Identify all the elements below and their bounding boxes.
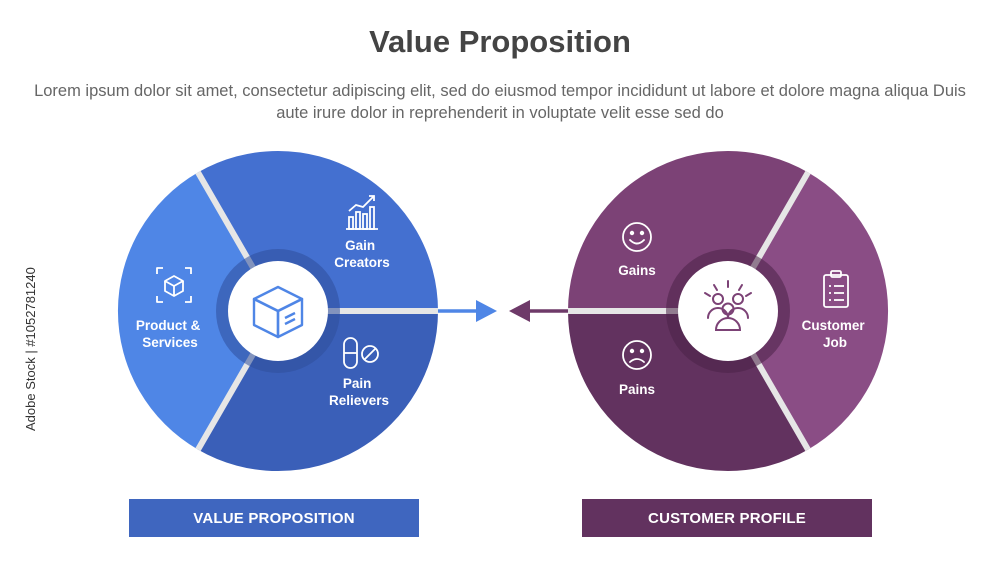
bar-chart-icon [346, 195, 378, 230]
customer-profile-bar: CUSTOMER PROFILE [582, 499, 872, 537]
value-proposition-circle: Gain Creators Product & Services Pain Re… [117, 150, 438, 472]
page-title: Value Proposition [369, 24, 631, 59]
pains-label: Pains [619, 382, 655, 397]
people-group-icon [704, 280, 752, 331]
customer-job-label-line2: Job [823, 335, 847, 350]
clipboard-icon [823, 270, 849, 308]
pill-icon [343, 337, 379, 369]
pain-relievers-label-line2: Relievers [329, 393, 389, 408]
gain-creators-label-line2: Creators [334, 255, 390, 270]
arrow-to-customer [438, 300, 497, 322]
arrow-to-value [509, 300, 568, 322]
svg-text:Customer Job: Customer Job [802, 318, 869, 350]
svg-text:Pain Relievers: Pain Relievers [329, 376, 389, 408]
center-disc [678, 261, 778, 361]
customer-job-label-line1: Customer [802, 318, 866, 333]
page-description: Lorem ipsum dolor sit amet, consectetur … [34, 82, 966, 122]
smile-icon [622, 222, 652, 252]
box-scan-icon [156, 267, 192, 303]
gains-label: Gains [618, 263, 656, 278]
cube-icon [252, 285, 304, 339]
svg-text:Gains: Gains [618, 263, 656, 278]
value-proposition-bar: VALUE PROPOSITION [129, 499, 419, 537]
product-services-label-line1: Product & [136, 318, 201, 333]
customer-profile-circle: Gains Customer Job Pains [568, 150, 889, 472]
pain-relievers-label-line1: Pain [343, 376, 372, 391]
gain-creators-label-line1: Gain [345, 238, 375, 253]
side-credit-text: Adobe Stock | #1052781240 [23, 267, 38, 431]
svg-text:Gain Creators: Gain Creators [334, 238, 390, 270]
svg-text:Pains: Pains [619, 382, 655, 397]
frown-icon [622, 340, 652, 370]
product-services-label-line2: Services [142, 335, 198, 350]
svg-text:Product & Services: Product & Services [136, 318, 204, 350]
